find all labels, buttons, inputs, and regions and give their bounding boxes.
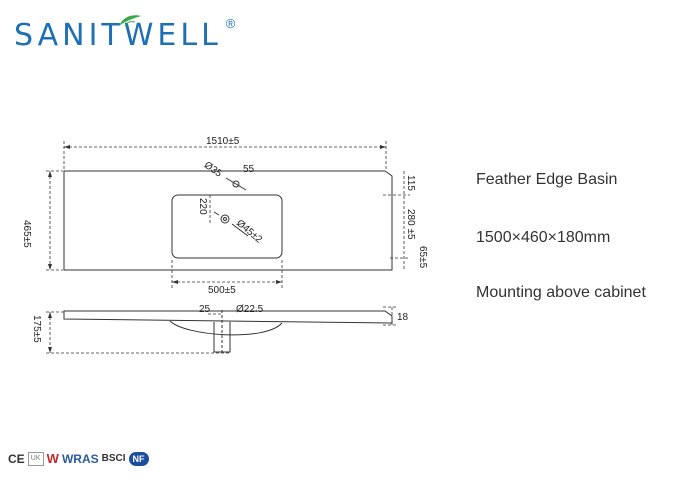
uk-mark: UK [27, 452, 44, 466]
dim-faucet-offset: 55 [243, 164, 255, 175]
brand-name: SANITWELL [14, 18, 222, 53]
dim-drain-dia-side: Ø22.5 [236, 304, 264, 315]
spec-mounting: Mounting above cabinet [476, 284, 646, 301]
dim-faucet-hole: Ø35 [202, 160, 224, 180]
dim-back-to-bowl: 115 [405, 175, 416, 191]
dim-overall-depth: 465±5 [21, 220, 32, 248]
side-view [63, 310, 393, 353]
dim-side-height: 175±5 [31, 315, 42, 343]
w-mark: W [46, 451, 59, 466]
certification-logos: CE UK W WRAS BSCI NF [8, 451, 149, 467]
spec-dimensions: 1500×460×180mm [476, 229, 611, 246]
wras-mark: WRAS [61, 452, 99, 466]
spec-product-name: Feather Edge Basin [476, 171, 618, 188]
dim-drain-offset: 25 [199, 304, 211, 315]
nf-mark: NF [128, 452, 149, 466]
dim-front-margin: 65±5 [417, 246, 428, 269]
dim-bowl-front-offset: 220 [197, 198, 208, 215]
ce-mark: CE [8, 452, 25, 466]
brand-logo: SANITWELL ® [14, 14, 235, 58]
registered-mark: ® [225, 16, 236, 31]
dim-slab-thickness: 18 [397, 312, 409, 323]
bsci-mark: BSCI [101, 453, 126, 464]
leaf-icon [119, 15, 141, 27]
dim-bowl-depth: 280 ±5 [405, 209, 416, 240]
dim-overall-width: 1510±5 [206, 136, 240, 147]
dim-drain-dia: Ø45±2 [234, 218, 264, 246]
top-view [63, 170, 393, 271]
dim-bowl-width: 500±5 [208, 285, 236, 296]
